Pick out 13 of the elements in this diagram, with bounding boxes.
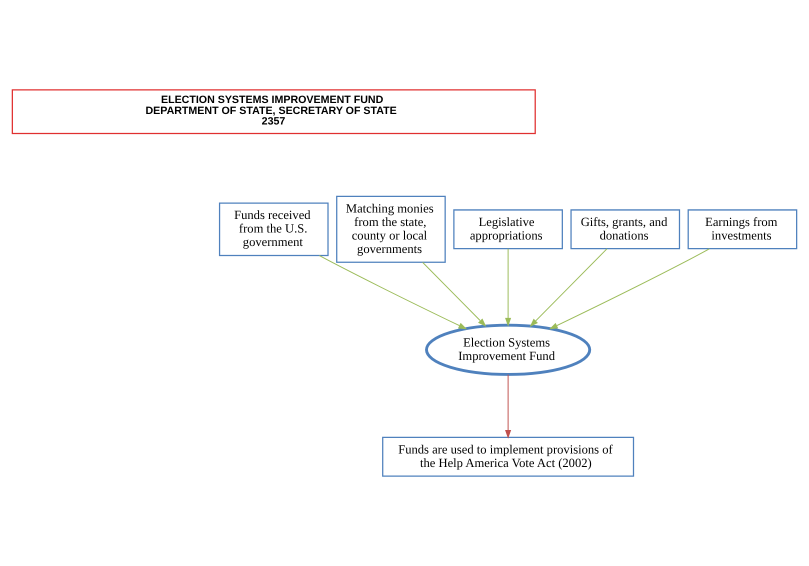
node-box: ELECTION SYSTEMS IMPROVEMENT FUND DEPARTMENT OF STATE, SECRETARY OF STATE 2357: [12, 89, 536, 134]
node-box: Earnings from investments: [688, 209, 798, 250]
node-box: Funds are used to implement provisions of the Help America Vote Act (2002): [382, 436, 634, 477]
node-box: Funds received from the U.S. government: [218, 202, 329, 256]
node-box: Gifts, grants, and donations: [570, 209, 680, 250]
node-box: Matching monies from the state, county or local governments: [336, 196, 446, 263]
arrow: [505, 374, 512, 439]
arrow: [505, 248, 512, 327]
node-box: Legislative appropriations: [453, 209, 563, 250]
arrow: [422, 262, 486, 327]
arrow: [549, 248, 710, 330]
arrow: [318, 255, 468, 330]
arrow: [530, 248, 608, 328]
